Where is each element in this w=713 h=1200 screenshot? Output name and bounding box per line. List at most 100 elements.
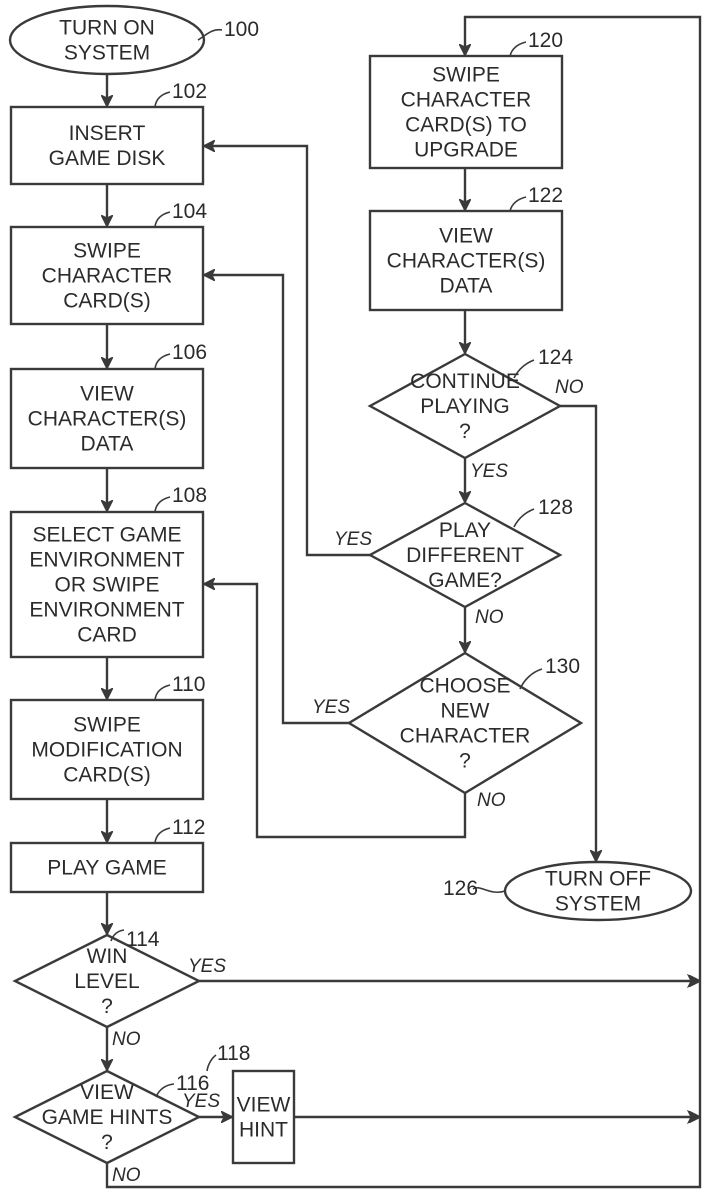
node-label: UPGRADE xyxy=(414,139,518,162)
node-label: INSERT xyxy=(69,122,146,145)
edge-label: NO xyxy=(112,1029,141,1050)
node-label: LEVEL xyxy=(74,970,139,993)
process-box xyxy=(11,107,203,184)
edge-label: NO xyxy=(475,607,504,628)
process-box xyxy=(233,1071,294,1163)
node-label: ENVIRONMENT xyxy=(29,549,184,572)
ref-number: 128 xyxy=(538,496,573,519)
node-104: SWIPECHARACTERCARD(S) 104 xyxy=(11,200,207,324)
node-label: WIN xyxy=(87,945,128,968)
node-122: VIEWCHARACTER(S)DATA122 xyxy=(370,184,563,310)
node-label: CHARACTER(S) xyxy=(387,250,546,273)
ref-number: 104 xyxy=(172,200,207,223)
node-label: GAME DISK xyxy=(49,147,166,170)
edge-label: NO xyxy=(112,1165,141,1186)
node-100: TURN ONSYSTEM 100 xyxy=(10,6,259,74)
ref-number: 118 xyxy=(217,1042,250,1065)
ref-leader xyxy=(156,1084,174,1097)
node-label: ? xyxy=(101,995,113,1018)
ref-number: 102 xyxy=(172,80,207,103)
ref-number: 116 xyxy=(176,1072,209,1095)
node-label: PLAY xyxy=(439,519,491,542)
ref-number: 108 xyxy=(172,484,207,507)
node-label: CARD(S) TO xyxy=(405,114,527,137)
node-label: SELECT GAME xyxy=(33,524,182,547)
ref-leader xyxy=(155,92,170,107)
node-label: CARD xyxy=(77,624,137,647)
edge-label: YES xyxy=(470,461,508,482)
node-label: HINT xyxy=(239,1119,288,1142)
node-116: VIEWGAME HINTS? 116 xyxy=(15,1071,209,1163)
node-label: TURN ON xyxy=(59,17,155,40)
node-label: CHARACTER xyxy=(401,89,532,112)
node-label: PLAY GAME xyxy=(47,857,166,880)
node-label: SWIPE xyxy=(73,240,141,263)
node-label: ? xyxy=(459,420,471,443)
ref-number: 106 xyxy=(172,341,207,364)
ref-leader xyxy=(155,354,170,369)
ref-leader xyxy=(155,828,170,843)
ref-leader xyxy=(510,197,526,211)
node-label: ENVIRONMENT xyxy=(29,599,184,622)
ref-number: 122 xyxy=(528,184,563,207)
edge-label: YES xyxy=(312,697,350,718)
node-label: DATA xyxy=(440,275,493,298)
node-label: SYSTEM xyxy=(64,42,150,65)
node-label: DATA xyxy=(81,433,134,456)
ref-number: 110 xyxy=(172,673,205,696)
node-label: SYSTEM xyxy=(555,893,641,916)
node-label: CHARACTER xyxy=(42,265,173,288)
node-120: SWIPECHARACTERCARD(S) TOUPGRADE 120 xyxy=(370,29,563,168)
node-label: CHOOSE xyxy=(419,675,510,698)
ref-leader xyxy=(514,509,534,527)
node-label: GAME HINTS xyxy=(42,1106,173,1129)
node-label: CHARACTER xyxy=(400,725,531,748)
node-label: MODIFICATION xyxy=(31,739,182,762)
node-label: VIEW xyxy=(237,1094,291,1117)
ref-leader xyxy=(510,42,526,56)
flow-edge xyxy=(560,406,596,861)
node-label: SWIPE xyxy=(73,714,141,737)
node-label: SWIPE xyxy=(432,64,500,87)
node-label: NEW xyxy=(441,700,490,723)
edge-label: YES xyxy=(334,529,372,550)
node-130: CHOOSENEWCHARACTER? 130 xyxy=(349,653,581,793)
ref-leader xyxy=(207,1055,216,1071)
node-label: GAME? xyxy=(428,569,502,592)
ref-number: 126 xyxy=(443,877,478,900)
node-102: INSERTGAME DISK 102 xyxy=(11,80,207,184)
ref-leader xyxy=(155,685,170,700)
node-114: WINLEVEL? 114 xyxy=(15,928,199,1027)
node-label: CARD(S) xyxy=(63,290,151,313)
ref-number: 130 xyxy=(545,655,580,678)
node-label: TURN OFF xyxy=(545,868,651,891)
node-label: ? xyxy=(459,750,471,773)
edge-label: NO xyxy=(555,377,584,398)
node-label: DIFFERENT xyxy=(406,544,524,567)
node-124: CONTINUEPLAYING? 124 xyxy=(370,346,573,458)
node-106: VIEWCHARACTER(S)DATA106 xyxy=(11,341,207,468)
node-128: PLAYDIFFERENTGAME? 128 xyxy=(370,496,573,607)
ref-number: 100 xyxy=(224,18,259,41)
node-label: OR SWIPE xyxy=(54,574,159,597)
node-label: CARD(S) xyxy=(63,764,151,787)
edge-label: NO xyxy=(477,790,506,811)
ref-leader xyxy=(520,669,542,689)
flow-edge xyxy=(204,146,370,555)
ref-number: 112 xyxy=(172,816,205,839)
ref-number: 124 xyxy=(538,346,573,369)
node-label: PLAYING xyxy=(420,395,509,418)
node-118: VIEWHINT 118 xyxy=(207,1042,294,1163)
edge-label: YES xyxy=(188,956,226,977)
node-label: VIEW xyxy=(80,383,134,406)
node-126: TURN OFFSYSTEM 126 xyxy=(443,862,691,920)
node-label: VIEW xyxy=(80,1081,134,1104)
ref-number: 120 xyxy=(528,29,563,52)
ref-leader xyxy=(155,212,170,227)
node-label: CONTINUE xyxy=(410,370,520,393)
node-108: SELECT GAMEENVIRONMENTOR SWIPEENVIRONMEN… xyxy=(11,484,207,657)
flow-edge xyxy=(204,275,349,723)
ref-number: 114 xyxy=(126,928,160,951)
node-label: ? xyxy=(101,1131,113,1154)
